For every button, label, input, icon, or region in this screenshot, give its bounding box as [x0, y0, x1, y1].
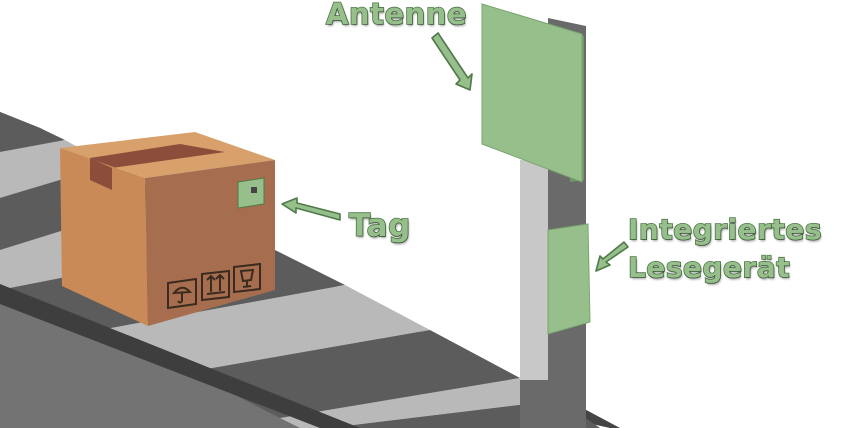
this-way-up-icon — [201, 269, 230, 302]
integrated-reader-label-line1: Integriertes — [627, 212, 823, 247]
umbrella-keep-dry-icon — [167, 277, 197, 310]
reader-arrow — [595, 241, 629, 272]
integrated-reader-label-line2: Lesegerät — [627, 250, 791, 285]
cardboard-box — [60, 132, 275, 326]
antenna-label: Antenne — [325, 0, 468, 31]
tag-arrow — [281, 197, 341, 221]
antenna-panel — [481, 3, 584, 183]
integrated-reader-module — [547, 223, 591, 335]
integrated-reader-label: Integriertes Lesegerät — [627, 211, 823, 287]
tag-label: Tag — [348, 208, 411, 244]
fragile-glass-icon — [233, 262, 261, 294]
arrows — [281, 32, 629, 272]
rfid-tag — [237, 177, 265, 209]
antenna-arrow — [431, 32, 473, 91]
box-symbols — [167, 262, 261, 310]
